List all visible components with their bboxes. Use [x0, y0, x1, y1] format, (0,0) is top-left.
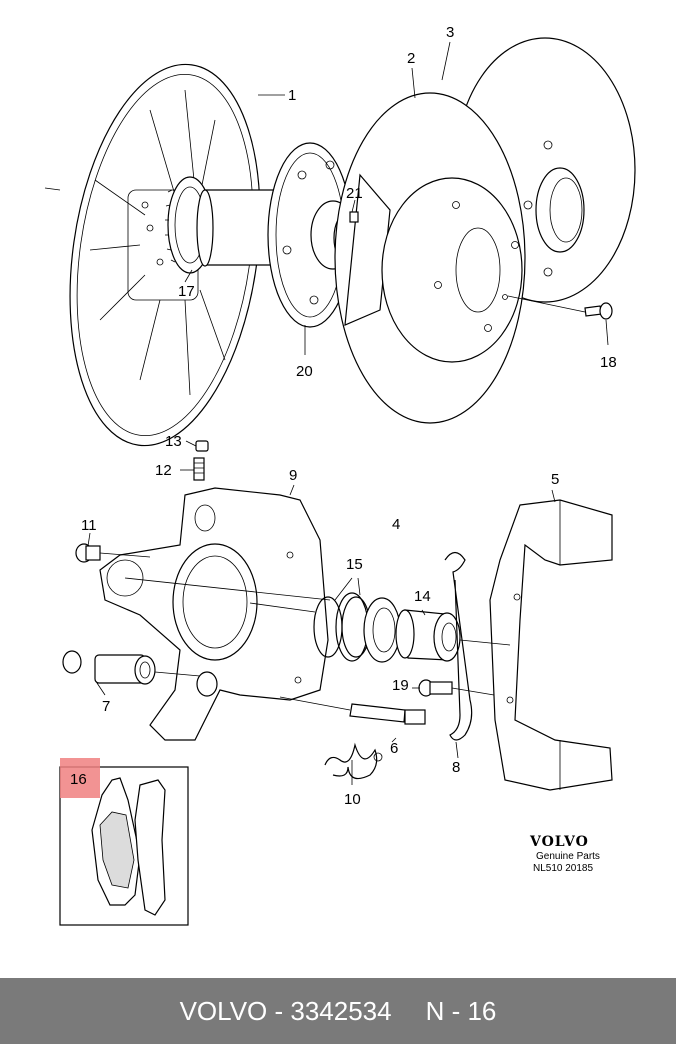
disc-screw — [507, 295, 613, 320]
callout-6: 6 — [390, 740, 398, 757]
callout-16: 16 — [70, 771, 87, 788]
callout-20: 20 — [296, 363, 313, 380]
catalog-code: NL510 20185 — [533, 863, 593, 874]
callout-8: 8 — [452, 759, 460, 776]
callout-17: 17 — [178, 283, 195, 300]
brake-pad — [91, 777, 166, 916]
callout-5: 5 — [551, 471, 559, 488]
caliper-housing — [99, 487, 329, 741]
callout-1: 1 — [288, 87, 296, 104]
guide-pin — [279, 696, 426, 725]
exploded-brake-diagram: 1 2 3 4 5 6 7 8 9 10 11 12 13 14 15 16 1… — [44, 24, 636, 926]
caliper-bolt — [75, 543, 151, 563]
brake-pad-inset — [59, 758, 189, 926]
hub-nut — [349, 211, 359, 223]
callout-3: 3 — [446, 24, 454, 41]
callout-7: 7 — [102, 698, 110, 715]
genuine-parts-label: Genuine Parts — [536, 851, 600, 862]
inset-highlight — [60, 758, 100, 798]
callout-10: 10 — [344, 791, 361, 808]
callout-14: 14 — [414, 588, 431, 605]
assembly-axis-lines — [44, 187, 511, 646]
caliper-bracket — [489, 499, 613, 791]
caliper-piston — [395, 609, 461, 662]
leader-lines — [87, 41, 609, 785]
part-number-footer: VOLVO - 3342534 N - 16 — [0, 978, 676, 1044]
callout-13: 13 — [165, 433, 182, 450]
inset-frame — [59, 766, 189, 926]
volvo-logo: VOLVO — [529, 834, 589, 850]
callout-21: 21 — [346, 185, 363, 202]
brake-disc — [334, 92, 526, 424]
guide-bushing — [62, 650, 201, 685]
callout-19: 19 — [392, 677, 409, 694]
callout-9: 9 — [289, 467, 297, 484]
callout-12: 12 — [155, 462, 172, 479]
callout-15: 15 — [346, 556, 363, 573]
callout-18: 18 — [600, 354, 617, 371]
callout-2: 2 — [407, 50, 415, 67]
position-label: N - 16 — [425, 995, 497, 1026]
bleed-screw — [193, 457, 205, 481]
callout-4: 4 — [392, 516, 400, 533]
part-number-label: VOLVO - 3342534 — [179, 995, 392, 1026]
callout-11: 11 — [81, 517, 97, 534]
anti-rattle-spring — [324, 742, 383, 780]
bleed-cap — [195, 440, 209, 452]
retaining-clip — [444, 551, 473, 741]
